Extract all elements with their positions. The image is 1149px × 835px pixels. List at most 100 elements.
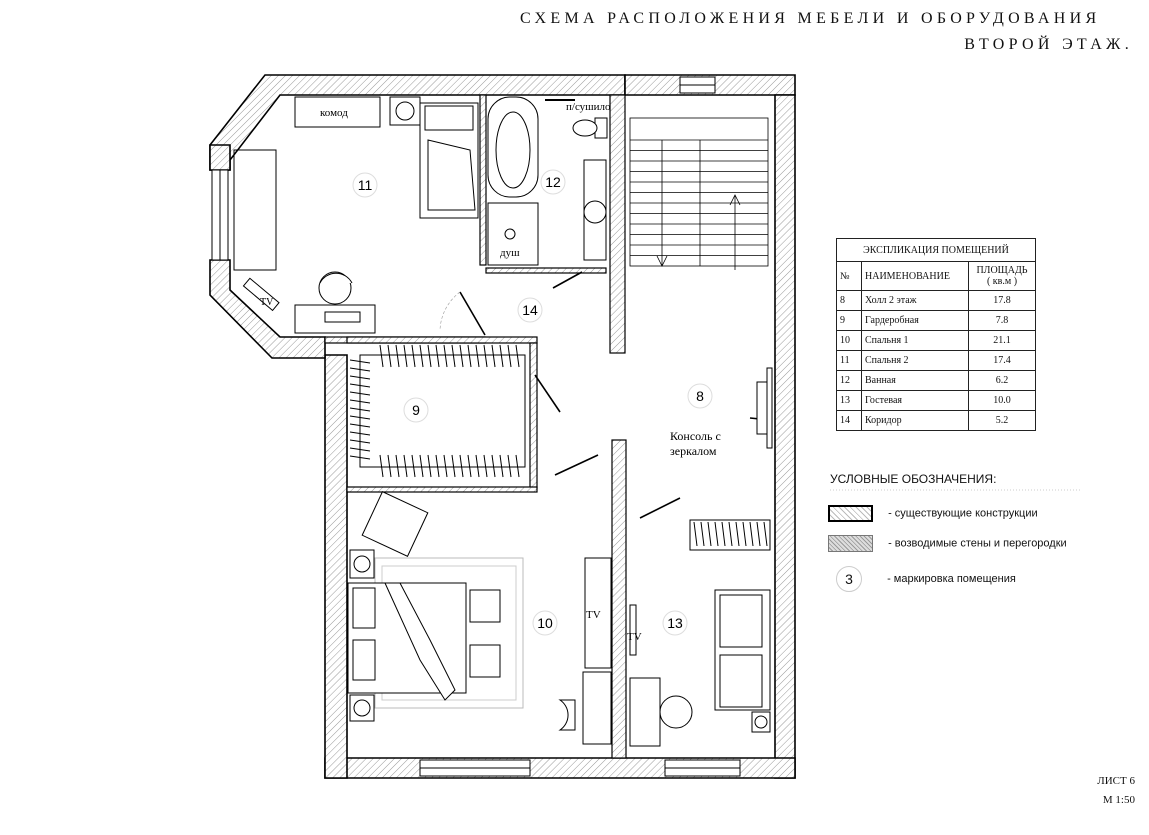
hanger: [349, 399, 371, 404]
row-number: 11: [836, 350, 862, 371]
hanger: [714, 521, 719, 547]
hanger: [728, 521, 733, 547]
hanger: [467, 344, 472, 368]
hanger: [483, 454, 488, 478]
hanger: [443, 344, 448, 368]
hanger: [349, 359, 371, 364]
hanger: [483, 344, 488, 368]
hanger: [349, 367, 371, 372]
row-number: 9: [836, 310, 862, 331]
label-towel-dryer: п/сушило: [566, 101, 611, 113]
hanger: [349, 423, 371, 428]
staircase: [629, 117, 769, 270]
row-number: 10: [836, 330, 862, 351]
hanger: [475, 344, 480, 368]
hanger: [507, 454, 512, 478]
legend-existing: - существующие конструкции: [828, 505, 1038, 522]
drawing-title: СХЕМА РАСПОЛОЖЕНИЯ МЕБЕЛИ И ОБОРУДОВАНИЯ: [520, 10, 1101, 27]
hanger: [349, 455, 371, 460]
explication-title-row: ЭКСПЛИКАЦИЯ ПОМЕЩЕНИЙ: [836, 238, 1036, 262]
hanger: [467, 454, 472, 478]
hanger: [435, 344, 440, 368]
label-shower: душ: [500, 247, 520, 259]
wall-wardrobe-bottom: [346, 486, 538, 493]
room-number: 14: [522, 302, 538, 318]
armchair: [361, 491, 429, 557]
doors: [439, 271, 771, 519]
tv-stand: [242, 277, 280, 312]
wall-stair-left: [609, 94, 626, 354]
hanger: [419, 454, 424, 478]
legend-existing-label: - существующие конструкции: [888, 507, 1038, 520]
row-area: 17.8: [968, 290, 1036, 311]
hanger: [515, 344, 520, 368]
row-number: 12: [836, 370, 862, 391]
hanger: [349, 439, 371, 444]
hanger: [403, 454, 408, 478]
room-marker-circle: [662, 610, 688, 636]
label-console-2: зеркалом: [670, 444, 717, 458]
row-name: Гардеробная: [861, 310, 969, 331]
hanger: [507, 344, 512, 368]
row-area: 21.1: [968, 330, 1036, 351]
furniture-room-13: [629, 519, 771, 747]
label-tv-10: TV: [586, 609, 601, 621]
row-number: 14: [836, 410, 862, 431]
hanger: [749, 521, 754, 547]
console-mirror: [756, 367, 773, 449]
row-area: 17.4: [968, 350, 1036, 371]
legend-new-swatch: [828, 535, 873, 552]
hanger: [349, 383, 371, 388]
hanger: [693, 521, 698, 547]
wall-10-13: [611, 439, 627, 759]
room-marker-circle: [517, 297, 543, 323]
hanger: [443, 454, 448, 478]
wardrobe-13: [689, 519, 771, 551]
legend-new-walls: - возводимые стены и перегородки: [828, 535, 1067, 552]
hanger: [411, 454, 416, 478]
dresser: [294, 96, 381, 128]
row-name: Холл 2 этаж: [861, 290, 969, 311]
row-area: 7.8: [968, 310, 1036, 331]
hanger: [721, 521, 726, 547]
sheet-number: ЛИСТ 6: [1097, 775, 1135, 787]
row-number: 13: [836, 390, 862, 411]
hanger: [395, 454, 400, 478]
hanger: [349, 431, 371, 436]
hanger: [379, 344, 384, 368]
hanger: [387, 454, 392, 478]
hanger: [515, 454, 520, 478]
legend-mark-sample: 3: [836, 566, 862, 592]
hanger: [427, 344, 432, 368]
hanger: [707, 521, 712, 547]
wall-bath-left: [479, 94, 487, 266]
sheet-scale: М 1:50: [1102, 794, 1135, 806]
wall-wardrobe-top: [346, 336, 538, 344]
row-area: 6.2: [968, 370, 1036, 391]
row-name: Спальня 1: [861, 330, 969, 351]
room-marker-circle: [687, 383, 713, 409]
hanger: [459, 344, 464, 368]
room-number: 10: [537, 615, 553, 631]
hanger: [349, 375, 371, 380]
label-dresser: комод: [320, 107, 348, 119]
hanger: [395, 344, 400, 368]
hanger: [742, 521, 747, 547]
hanger: [756, 521, 761, 547]
legend-new-label: - возводимые стены и перегородки: [888, 537, 1067, 550]
room-number: 8: [696, 388, 704, 404]
sheet-info: ЛИСТ 6 М 1:50: [1097, 772, 1135, 810]
legend-room-mark: 3 - маркировка помещения: [828, 566, 1016, 592]
explication-title: ЭКСПЛИКАЦИЯ ПОМЕЩЕНИЙ: [836, 238, 1036, 262]
room-marker-circle: [352, 172, 378, 198]
explication-table: ЭКСПЛИКАЦИЯ ПОМЕЩЕНИЙ № НАИМЕНОВАНИЕ ПЛО…: [836, 238, 1036, 431]
sofa-bay: [233, 149, 277, 271]
